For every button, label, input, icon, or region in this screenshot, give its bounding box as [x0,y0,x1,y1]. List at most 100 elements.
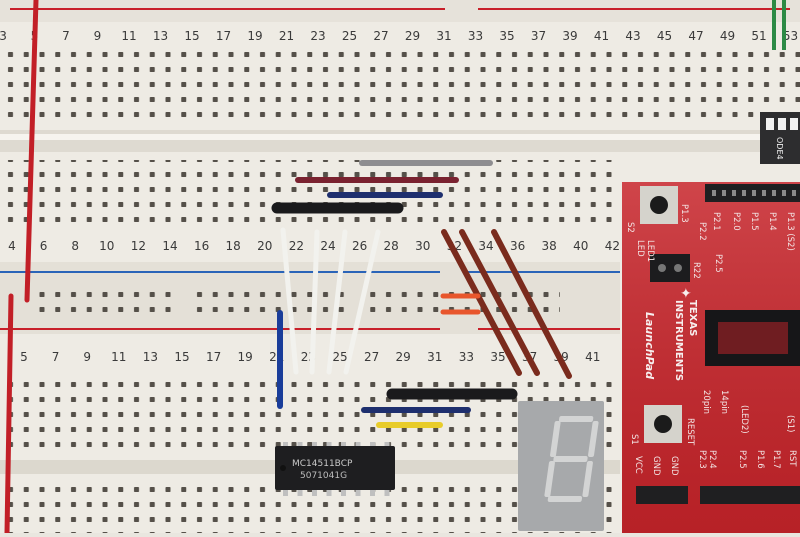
ic-pin [326,442,332,448]
column-number: 19 [247,29,262,43]
label-20pin: 20pin [701,390,711,414]
label-p23: P2.3 [697,450,707,469]
top-column-numbers: 3579111315171921232527293133353739414345… [0,29,798,43]
label-p14: P1.4 [767,212,777,231]
column-number: 6 [40,239,48,253]
column-number: 12 [131,239,146,253]
lower-hole-block [0,372,620,457]
label-p17: P1.7 [771,450,781,469]
ic-pin [341,442,346,448]
column-number: 15 [184,29,199,43]
label-p25b: P2.5 [737,450,747,469]
header-pin [792,190,796,196]
label-vcc: VCC [633,456,643,474]
ic-pin [283,442,288,448]
ic-pin [283,490,288,496]
column-number: 25 [332,350,347,364]
red-wire-left-lower [4,293,14,536]
ic-pin [297,442,303,448]
brown-wire-3 [491,229,572,379]
label-led1: LED1 [645,240,655,262]
column-number: 49 [720,29,735,43]
column-number: 13 [153,29,168,43]
header-pin [772,190,776,196]
column-number: 10 [99,239,114,253]
top-hole-block [0,47,800,125]
column-number: 45 [657,29,672,43]
header-pin [722,190,726,196]
label-led: LED [635,240,645,257]
column-number: 31 [427,350,442,364]
column-number: 39 [562,29,577,43]
brown-wire-1 [441,229,522,376]
header-pin [782,190,786,196]
ti-logo-icon: ✦ [680,286,692,302]
dip-switch-label: ODE4 [775,137,784,160]
brand-instruments: INSTRUMENTS [673,300,684,381]
rail-holes-a [30,284,180,316]
ic-chip: MC14511BCP 5071041G [275,442,395,496]
label-s1: (S1) [785,415,795,432]
column-number: 51 [751,29,766,43]
label-p16: P1.6 [755,450,765,469]
ic-pin [312,490,317,496]
ic-pin [355,442,361,448]
ic-pin [384,490,390,496]
column-number: 37 [531,29,546,43]
mid-column-numbers: 4681012141618202224262830323436384042 [8,239,620,253]
ic-pin [312,442,317,448]
label-p25: P2.5 [713,254,723,273]
label-gnd: GND [651,456,661,476]
launchpad-board: P1.3 P2.2 S2 LED LED1 P2.1 P2.0 P1.5 P1.… [622,182,800,533]
column-number: 15 [174,350,189,364]
white-wire-2 [309,229,320,375]
rail-holes-b [195,284,345,316]
column-number: 11 [121,29,136,43]
column-number: 5 [20,350,28,364]
column-number: 33 [459,350,474,364]
ic-chip-label-line2: 5071041G [300,471,347,481]
column-number: 3 [0,29,7,43]
brand-launchpad: LaunchPad [643,312,656,379]
column-number: 41 [594,29,609,43]
header-pin [742,190,746,196]
column-number: 42 [605,239,620,253]
column-number: 26 [352,239,367,253]
header-pin [732,190,736,196]
column-number: 29 [396,350,411,364]
label-r22: R22 [691,262,701,279]
label-p13: P1.3 [679,204,689,223]
column-number: 16 [194,239,209,253]
column-number: 22 [289,239,304,253]
label-rst: RST [787,450,797,467]
seven-segment-display [518,401,604,531]
label-p20: P2.0 [731,212,741,231]
ic-pin [355,490,361,496]
column-number: 17 [216,29,231,43]
column-number: 7 [62,29,70,43]
column-number: 17 [206,350,221,364]
label-p21: P2.1 [711,212,721,231]
column-number: 13 [143,350,158,364]
ic-pin [326,490,332,496]
column-number: 53 [783,29,798,43]
column-number: 47 [688,29,703,43]
center-channel [0,130,800,152]
column-number: 8 [71,239,79,253]
column-number: 14 [162,239,177,253]
label-reset: RESET [685,418,695,446]
column-number: 18 [226,239,241,253]
bottom-header [700,486,800,504]
center-channel-highlight [0,134,800,140]
mid-hole-block [0,160,620,232]
ic-pin [370,442,375,448]
column-number: 31 [436,29,451,43]
column-number: 35 [499,29,514,43]
column-number: 7 [52,350,60,364]
bottom-left-header [636,486,688,504]
column-number: 28 [384,239,399,253]
column-number: 36 [510,239,525,253]
brand-texas: TEXAS [687,300,698,336]
ic-pin [384,442,390,448]
